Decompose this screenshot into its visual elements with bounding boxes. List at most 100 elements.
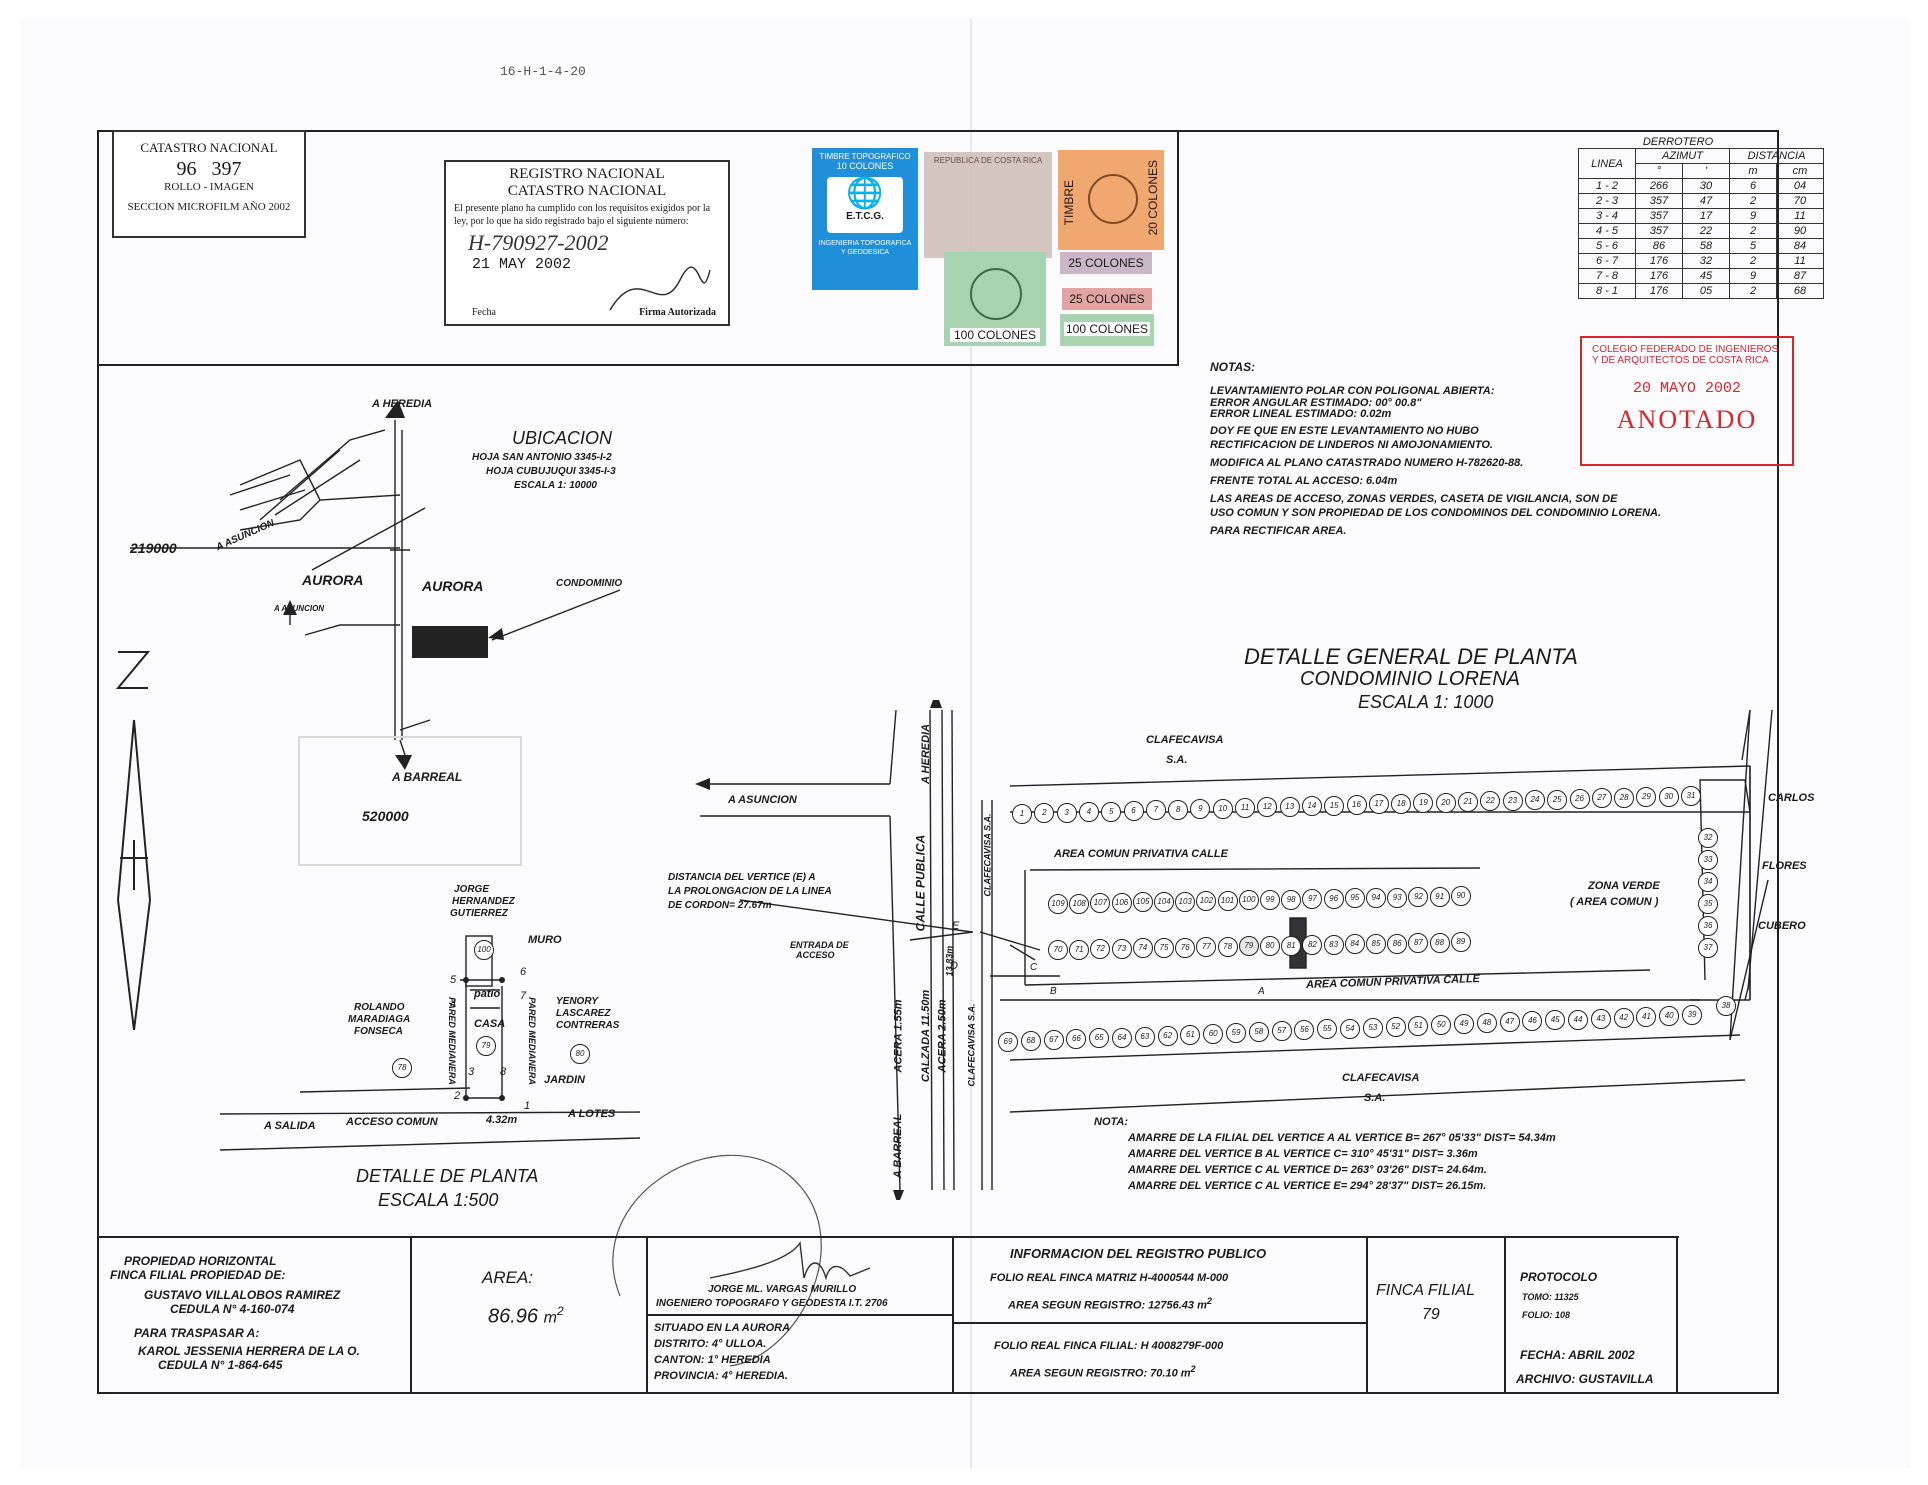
derrotero-cell: 2	[1729, 283, 1777, 299]
general-prolongacion: LA PROLONGACION DE LA LINEA	[668, 886, 832, 897]
derrotero-cell: 2	[1729, 253, 1777, 269]
notas-title: NOTAS:	[1210, 360, 1256, 374]
lot-number: 106	[1111, 892, 1132, 913]
lot-number: 30	[1658, 786, 1679, 807]
lot-number: 95	[1344, 888, 1365, 909]
general-acera1: ACERA 1.55m	[892, 999, 905, 1073]
tb-area-registro1-wrap: AREA SEGUN REGISTRO: 12756.43 m2	[1008, 1296, 1212, 1312]
stamp-republica: REPUBLICA DE COSTA RICA	[924, 152, 1052, 258]
lot-number: 107	[1090, 893, 1111, 914]
general-title2: CONDOMINIO LORENA	[1300, 668, 1521, 690]
lot-number: 58	[1248, 1022, 1269, 1043]
lot-number: 45	[1545, 1010, 1566, 1031]
lot-number: 70	[1048, 940, 1068, 960]
stamp-100-b: 100 COLONES	[1064, 322, 1151, 336]
tb-cedula-owner: CEDULA N° 4-160-074	[170, 1302, 295, 1316]
lot-number: 61	[1180, 1024, 1201, 1045]
lot-number: 84	[1344, 934, 1365, 955]
lot-number: 109	[1048, 894, 1068, 914]
ubicacion-aurora1: AURORA	[302, 572, 364, 588]
tb-info-title: INFORMACION DEL REGISTRO PUBLICO	[1010, 1246, 1267, 1261]
dp-fonseca: FONSECA	[354, 1026, 403, 1037]
lot-number: 54	[1340, 1018, 1360, 1039]
dp-vertex-3: 3	[468, 1066, 475, 1078]
lot-number: 19	[1413, 793, 1434, 814]
lot-number: 96	[1323, 888, 1344, 909]
lot-number: 22	[1480, 791, 1501, 812]
general-flores: FLORES	[1762, 860, 1807, 872]
lot-number: 47	[1499, 1012, 1520, 1033]
faded-stamp	[298, 736, 522, 866]
ubicacion-coord-520000: 520000	[362, 808, 409, 824]
lot-number: 74	[1132, 938, 1153, 959]
tb-engineer: JORGE ML. VARGAS MURILLO	[708, 1284, 857, 1295]
lot-number: 37	[1698, 938, 1718, 958]
tb-finca-num: 79	[1422, 1306, 1440, 1323]
notas-line: LAS AREAS DE ACCESO, ZONAS VERDES, CASET…	[1210, 493, 1618, 505]
tb-provincia: PROVINCIA: 4° HEREDIA.	[654, 1370, 788, 1382]
general-acceso: ACCESO	[796, 950, 835, 960]
derrotero-cell: 11	[1776, 253, 1824, 269]
lot-number: 38	[1716, 996, 1736, 1016]
ubicacion-condominio: CONDOMINIO	[556, 578, 623, 589]
tb-karol: KAROL JESSENIA HERRERA DE LA O.	[138, 1344, 360, 1358]
lot-number: 108	[1069, 893, 1090, 914]
lot-number: 8	[1168, 799, 1189, 820]
ubicacion-escala: ESCALA 1: 10000	[514, 480, 597, 491]
nota-line: AMARRE DEL VERTICE B AL VERTICE C= 310° …	[1128, 1148, 1478, 1160]
lot-number: 49	[1454, 1014, 1474, 1034]
lot-number: 48	[1476, 1013, 1497, 1034]
lot-number: 10	[1212, 798, 1233, 819]
tb-v4	[1366, 1236, 1368, 1394]
lot-number: 82	[1302, 935, 1323, 956]
lot-number: 43	[1590, 1008, 1611, 1029]
general-area-comun-paren: ( AREA COMUN )	[1570, 896, 1659, 908]
lot-number: 86	[1387, 933, 1408, 954]
engineer-signature	[709, 1241, 871, 1281]
general-escala: ESCALA 1: 1000	[1358, 692, 1494, 712]
lot-number: 68	[1020, 1031, 1041, 1052]
general-cubero: CUBERO	[1758, 920, 1806, 932]
lot-number: 76	[1175, 937, 1196, 958]
dp-lot78: 78	[392, 1058, 412, 1078]
lot-number: 24	[1524, 790, 1545, 811]
general-clafecavisa-bottom: CLAFECAVISA	[1342, 1072, 1420, 1084]
tb-protocolo: PROTOCOLO	[1520, 1270, 1598, 1284]
catastro-number-a: 96	[176, 158, 197, 180]
tb-folio: FOLIO: 108	[1522, 1310, 1571, 1320]
derrotero-cell: 8 - 1	[1578, 283, 1636, 299]
tb-archivo: ARCHIVO: GUSTAVILLA	[1516, 1372, 1654, 1386]
lot-number: 88	[1429, 932, 1450, 953]
derrotero-cell: 4 - 5	[1578, 223, 1636, 239]
fold-line	[970, 18, 972, 1468]
tb-h-eng	[646, 1314, 952, 1316]
catastro-rollo: ROLLO - IMAGEN	[164, 181, 254, 193]
derrotero-cell: 58	[1682, 238, 1730, 254]
lot-number: 41	[1636, 1006, 1657, 1027]
derrotero-cell: 357	[1635, 223, 1683, 239]
derrotero-cell: 5 - 6	[1578, 238, 1636, 254]
lot-number: 77	[1196, 937, 1217, 958]
derrotero-sub-min: '	[1682, 163, 1730, 179]
dp-vertex-5: 5	[450, 974, 457, 986]
tb-tomo: TOMO: 11325	[1522, 1292, 1579, 1302]
lot-number: 32	[1698, 828, 1718, 848]
lot-number: 99	[1260, 890, 1280, 910]
header-divider	[97, 364, 1179, 366]
lot-number: 20	[1435, 792, 1456, 813]
derrotero-cell: 176	[1635, 283, 1683, 299]
lot-number: 62	[1157, 1025, 1178, 1046]
derrotero-cell: 3 - 4	[1578, 208, 1636, 224]
general-acera2: ACERA 2.50m	[936, 999, 949, 1073]
general-vertex-c: C	[1030, 962, 1038, 973]
tb-propiedad1: PROPIEDAD HORIZONTAL	[124, 1254, 277, 1268]
dp-vertex-1: 1	[524, 1100, 531, 1112]
registro-title2: CATASTRO NACIONAL	[507, 183, 667, 199]
lot-number: 40	[1659, 1005, 1680, 1026]
notas-line: DOY FE QUE EN ESTE LEVANTAMIENTO NO HUBO	[1210, 425, 1479, 437]
colegio-status: ANOTADO	[1616, 405, 1758, 434]
